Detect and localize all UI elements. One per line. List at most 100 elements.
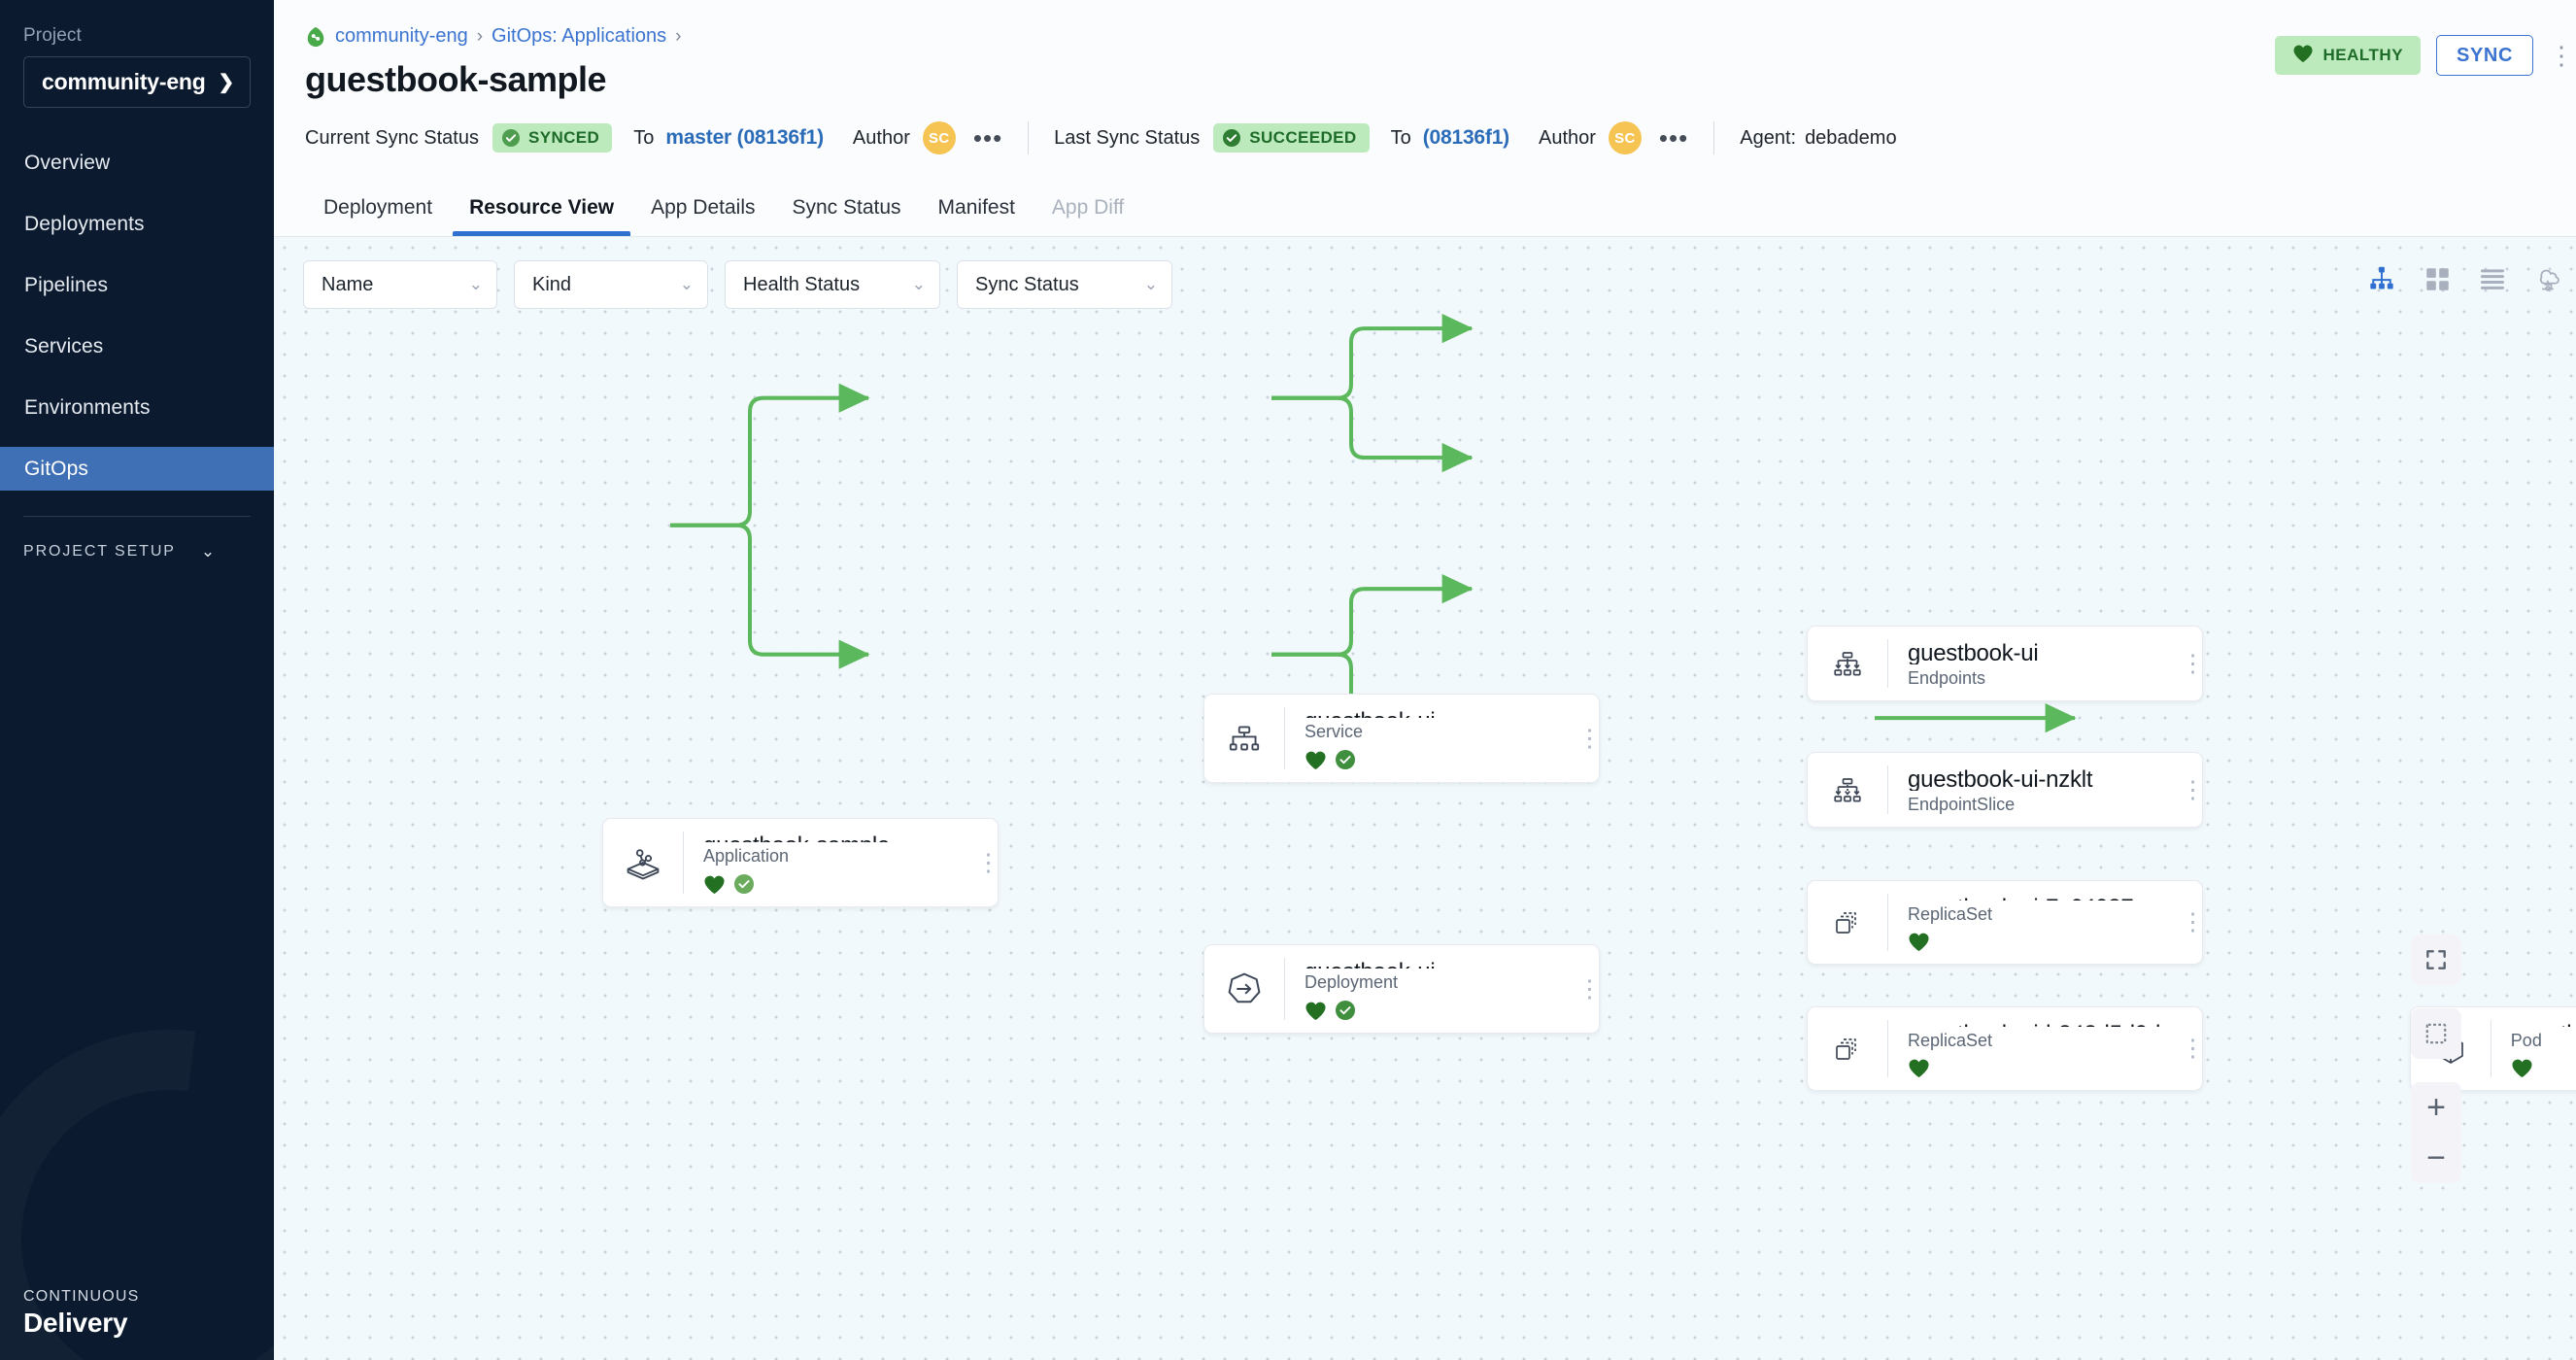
node-name: guestbook-sample bbox=[703, 833, 963, 842]
current-sync-status-text: SYNCED bbox=[527, 128, 600, 147]
node-name: guestbook-ui-b848d5d9… bbox=[2511, 1021, 2576, 1027]
grid-view-icon[interactable] bbox=[2423, 264, 2452, 293]
page-title: guestbook-sample bbox=[305, 59, 607, 99]
graph-node-deployment[interactable]: guestbook-ui Deployment ⋮ bbox=[1203, 944, 1602, 1034]
filter-kind[interactable]: Kind ⌄ bbox=[514, 260, 708, 309]
node-kebab-menu-icon[interactable]: ⋮ bbox=[2181, 1035, 2205, 1063]
node-kebab-menu-icon[interactable]: ⋮ bbox=[2181, 775, 2205, 803]
fit-screen-icon[interactable] bbox=[2411, 935, 2461, 985]
node-kind: ReplicaSet bbox=[1907, 904, 1993, 924]
sidebar-item-overview[interactable]: Overview bbox=[0, 141, 274, 185]
heart-icon bbox=[2292, 44, 2314, 68]
sidebar-item-services[interactable]: Services bbox=[0, 324, 274, 368]
filter-sync-status[interactable]: Sync Status ⌄ bbox=[957, 260, 1172, 309]
sidebar-item-label: GitOps bbox=[24, 457, 88, 480]
sync-button[interactable]: SYNC bbox=[2436, 35, 2533, 76]
footer-logo-top: CONTINUOUS bbox=[23, 1288, 140, 1305]
graph-node-application[interactable]: guestbook-sample Application ⋮ bbox=[602, 818, 1000, 907]
sidebar-item-label: Services bbox=[24, 334, 104, 357]
current-sync-more-icon[interactable]: ••• bbox=[972, 123, 1003, 153]
breadcrumb-link-gitops-applications[interactable]: GitOps: Applications bbox=[491, 25, 667, 47]
graph-node-service[interactable]: guestbook-ui Service ⋮ bbox=[1203, 694, 1602, 783]
zoom-out-icon[interactable]: − bbox=[2411, 1133, 2461, 1183]
node-content: guestbook-ui Service bbox=[1285, 695, 1564, 782]
health-status-text: HEALTHY bbox=[2322, 46, 2404, 64]
node-content: guestbook-ui-nzklt EndpointSlice bbox=[1888, 753, 2167, 827]
header-actions: HEALTHY SYNC ⋮ bbox=[2274, 35, 2574, 76]
edge-service-to-endpoints bbox=[1271, 313, 1474, 400]
heart-icon bbox=[703, 874, 726, 895]
node-kind: Application bbox=[703, 846, 790, 866]
node-name: guestbook-ui bbox=[1305, 708, 1564, 718]
tab-sync-status[interactable]: Sync Status bbox=[792, 196, 901, 219]
divider bbox=[1887, 639, 1888, 688]
sidebar-item-label: Overview bbox=[24, 151, 111, 174]
divider bbox=[1887, 1020, 1888, 1077]
current-revision-link[interactable]: master (08136f1) bbox=[665, 126, 824, 149]
sidebar-item-pipelines[interactable]: Pipelines bbox=[0, 263, 274, 307]
replicaset-icon bbox=[1808, 881, 1887, 964]
heart-icon bbox=[1305, 1001, 1327, 1021]
graph-node-replicaset-2[interactable]: guestbook-ui-b848d5d9d ReplicaSet ⋮ bbox=[1807, 1006, 2205, 1091]
deployment-icon bbox=[1204, 945, 1284, 1033]
tree-view-icon[interactable] bbox=[2367, 264, 2396, 293]
node-name: guestbook-ui bbox=[1305, 959, 1564, 969]
heart-icon bbox=[1305, 750, 1327, 770]
divider bbox=[1028, 121, 1030, 154]
node-name: guestbook-ui-b848d5d9d bbox=[1908, 1021, 2167, 1027]
node-name: guestbook-ui bbox=[1908, 640, 2039, 664]
replicaset-icon bbox=[1808, 1007, 1887, 1090]
graph-node-endpointslice[interactable]: guestbook-ui-nzklt EndpointSlice ⋮ bbox=[1807, 752, 2205, 828]
tab-manifest[interactable]: Manifest bbox=[937, 196, 1015, 219]
filter-name[interactable]: Name ⌄ bbox=[303, 260, 497, 309]
list-view-icon[interactable] bbox=[2478, 264, 2507, 293]
tab-deployment[interactable]: Deployment bbox=[323, 196, 433, 219]
node-content: guestbook-ui-b848d5d9… Pod bbox=[2491, 1007, 2576, 1090]
node-kebab-menu-icon[interactable]: ⋮ bbox=[2181, 908, 2205, 936]
sidebar-section-project-setup[interactable]: PROJECT SETUP ⌄ bbox=[23, 542, 251, 561]
tab-app-details[interactable]: App Details bbox=[651, 196, 756, 219]
sidebar-item-deployments[interactable]: Deployments bbox=[0, 202, 274, 246]
avatar[interactable]: SC bbox=[1608, 121, 1642, 154]
edge-service-to-endpointslice bbox=[1271, 395, 1474, 473]
project-label: Project bbox=[23, 25, 82, 46]
chevron-down-icon: ⌄ bbox=[911, 275, 926, 293]
edge-app-to-deployment bbox=[670, 523, 870, 669]
last-revision-link[interactable]: (08136f1) bbox=[1422, 126, 1509, 149]
divider bbox=[1887, 894, 1888, 951]
resource-graph-canvas[interactable]: Name ⌄ Kind ⌄ Health Status ⌄ Sync Statu… bbox=[274, 237, 2576, 1360]
kebab-menu-icon[interactable]: ⋮ bbox=[2549, 40, 2574, 70]
node-status-badges bbox=[1908, 1058, 2167, 1078]
agent-value: debademo bbox=[1805, 126, 1897, 149]
filter-health-status[interactable]: Health Status ⌄ bbox=[725, 260, 940, 309]
avatar[interactable]: SC bbox=[922, 121, 956, 154]
node-kebab-menu-icon[interactable]: ⋮ bbox=[1577, 724, 1602, 752]
sidebar-footer-logo: CONTINUOUS Delivery bbox=[23, 1288, 140, 1339]
sidebar-divider bbox=[23, 516, 251, 517]
breadcrumb-link-project[interactable]: community-eng bbox=[335, 25, 468, 47]
sidebar-item-gitops[interactable]: GitOps bbox=[0, 447, 274, 491]
endpointslice-icon bbox=[1808, 753, 1887, 827]
last-to-label: To bbox=[1390, 126, 1411, 149]
network-view-icon[interactable] bbox=[2533, 264, 2562, 293]
graph-node-replicaset-1[interactable]: guestbook-ui-7c64987dc9 ReplicaSet ⋮ bbox=[1807, 880, 2205, 965]
node-kebab-menu-icon[interactable]: ⋮ bbox=[2181, 649, 2205, 677]
tab-resource-view[interactable]: Resource View bbox=[451, 196, 632, 236]
last-sync-status-badge: SUCCEEDED bbox=[1213, 123, 1370, 153]
select-area-icon[interactable] bbox=[2411, 1008, 2461, 1059]
check-circle-icon bbox=[1222, 128, 1241, 148]
project-selector[interactable]: community-eng ❯ bbox=[23, 56, 251, 108]
tab-bar: Deployment Resource View App Details Syn… bbox=[274, 172, 2576, 236]
node-kebab-menu-icon[interactable]: ⋮ bbox=[1577, 974, 1602, 1003]
project-selector-value: community-eng bbox=[42, 69, 206, 94]
last-sync-more-icon[interactable]: ••• bbox=[1658, 123, 1689, 153]
last-sync-status-text: SUCCEEDED bbox=[1249, 128, 1357, 147]
node-content: guestbook-ui Endpoints bbox=[1888, 627, 2167, 700]
current-author-label: Author bbox=[852, 126, 910, 149]
synced-check-icon bbox=[1335, 749, 1356, 770]
sidebar-item-environments[interactable]: Environments bbox=[0, 386, 274, 429]
zoom-in-icon[interactable]: + bbox=[2411, 1082, 2461, 1133]
node-kebab-menu-icon[interactable]: ⋮ bbox=[976, 848, 1000, 876]
graph-node-endpoints[interactable]: guestbook-ui Endpoints ⋮ bbox=[1807, 626, 2205, 701]
application-icon bbox=[603, 819, 683, 906]
